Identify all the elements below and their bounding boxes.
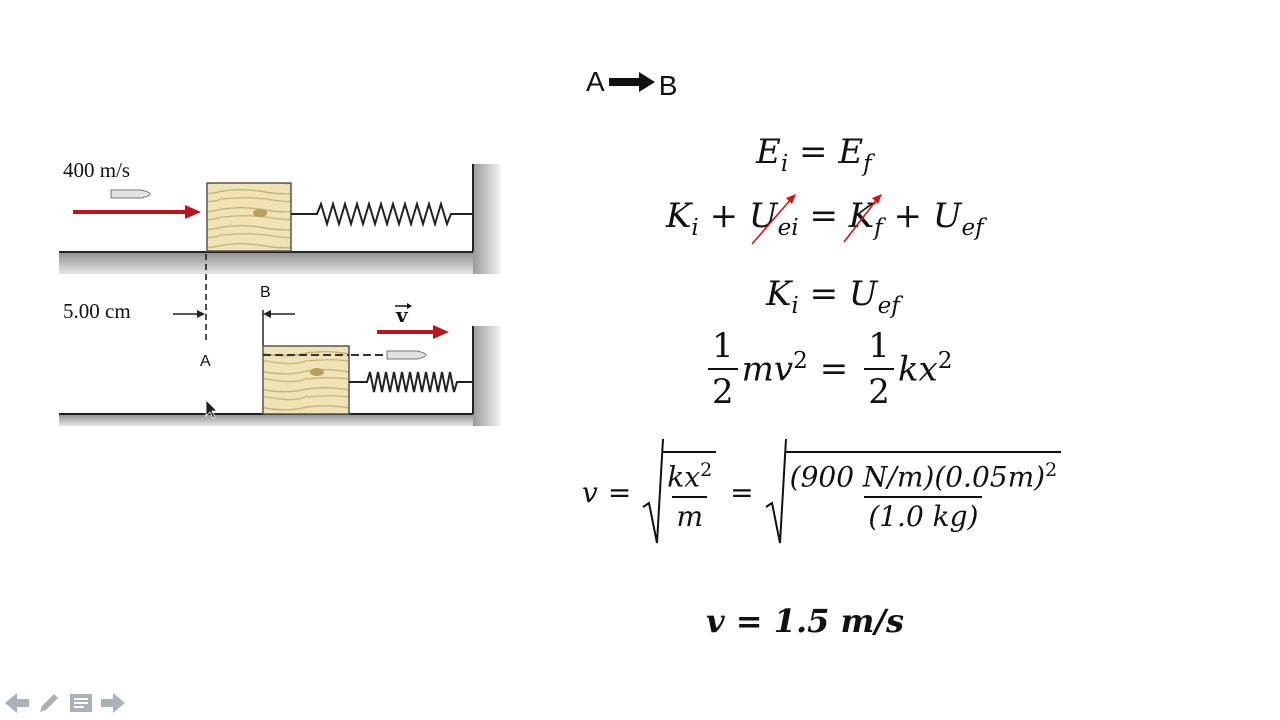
red-arrow-icon — [185, 205, 201, 219]
previous-slide-button[interactable] — [4, 690, 30, 716]
pen-tool-button[interactable] — [36, 690, 62, 716]
equation-energy-conservation: Ei = Ef — [756, 132, 872, 177]
wood-block-bottom — [262, 345, 350, 415]
spring-top — [291, 200, 473, 228]
heading-to: B — [658, 70, 678, 101]
next-slide-button[interactable] — [100, 690, 126, 716]
velocity-arrow-icon — [433, 325, 449, 339]
slide-nav-toolbar — [4, 690, 126, 716]
arrow-right-icon — [101, 693, 125, 713]
heading-a-to-b: A B — [586, 66, 677, 101]
equation-energy-terms: Ki + Uei = Kf + Uef — [666, 196, 984, 241]
bottom-scene — [59, 310, 501, 426]
bullet-icon — [110, 189, 151, 199]
menu-icon — [70, 694, 92, 712]
point-b-label: B — [260, 284, 271, 301]
slide-menu-button[interactable] — [68, 690, 94, 716]
speed-label: 400 m/s — [63, 158, 130, 182]
embedded-bullet-icon — [386, 350, 427, 360]
pen-icon — [40, 694, 58, 712]
mouse-cursor-icon — [205, 399, 218, 419]
strike-arrows — [751, 194, 882, 245]
result-velocity: v = 1.5 m/s — [706, 602, 905, 640]
sqrt-sign-icon-2 — [765, 438, 787, 544]
bullet-block-spring-diagram: 400 m/s 5.00 cm A B v — [59, 158, 501, 426]
equation-velocity-solution: v = kx2 m = (900 N/m)(0.05m)2 (1.0 kg) — [582, 436, 1065, 548]
point-a-label: A — [200, 353, 211, 370]
wood-block-top — [206, 182, 292, 252]
top-scene — [59, 164, 501, 274]
struck-term-u-ei: Uei — [748, 196, 799, 241]
right-arrow-icon — [608, 72, 655, 92]
sqrt-sign-icon — [642, 438, 665, 544]
velocity-label: v — [395, 303, 409, 327]
distance-label: 5.00 cm — [63, 299, 131, 323]
heading-from: A — [586, 66, 605, 97]
arrow-left-icon — [5, 693, 29, 713]
equation-kinetic-equals-potential: Ki = Uef — [766, 274, 900, 319]
spring-bottom-compressed — [349, 371, 473, 393]
